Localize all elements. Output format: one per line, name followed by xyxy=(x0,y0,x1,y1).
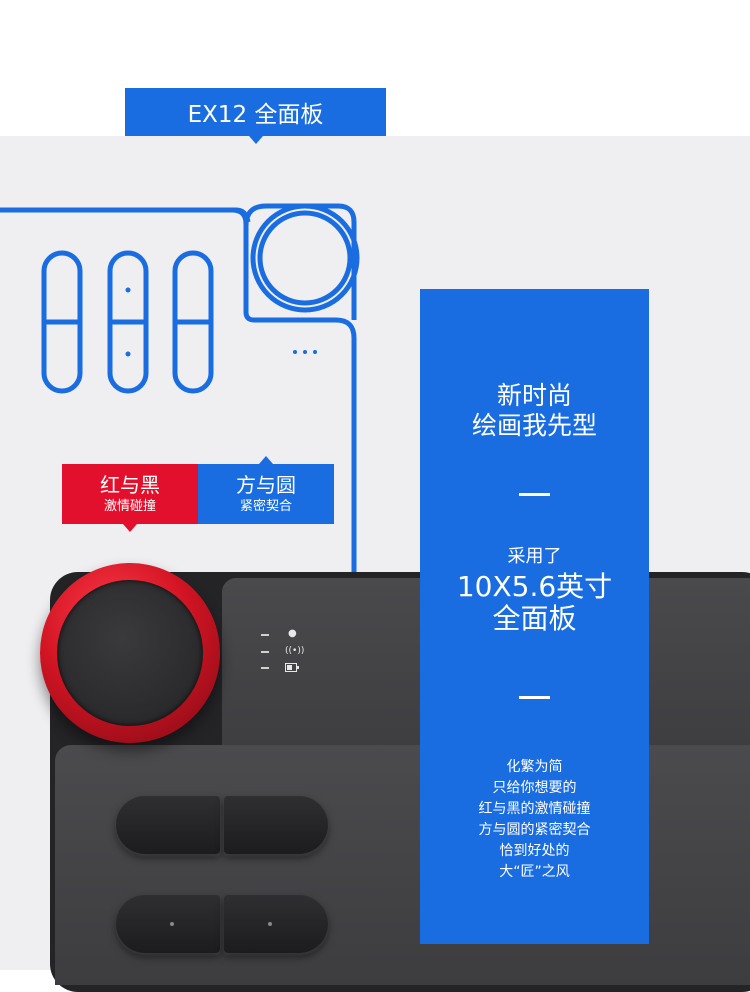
indicator-dash xyxy=(261,667,269,669)
panel-heading-line: 绘画我先型 xyxy=(471,411,597,440)
outline-dial-inner xyxy=(257,210,353,306)
title-banner: EX12 全面板 xyxy=(125,88,386,144)
battery-icon xyxy=(285,663,299,675)
red-tag-subtitle: 激情碰撞 xyxy=(103,499,156,514)
outline-led-dot xyxy=(313,350,317,354)
square-round-tag: 方与圆 紧密契合 xyxy=(198,456,334,524)
blue-tag-title: 方与圆 xyxy=(236,473,296,497)
panel-intro: 采用了 xyxy=(507,546,562,567)
outline-tablet-edge-inner xyxy=(0,207,251,223)
panel-heading-line: 新时尚 xyxy=(496,381,572,410)
express-key[interactable] xyxy=(116,796,220,854)
panel-body-line: 恰到好处的 xyxy=(499,843,570,859)
panel-body-line: 化繁为简 xyxy=(506,759,563,775)
panel-body-line: 只给你想要的 xyxy=(492,780,577,796)
panel-divider xyxy=(519,696,550,699)
panel-size-line: 全面板 xyxy=(492,602,577,635)
express-key[interactable] xyxy=(116,895,220,953)
red-black-tag: 红与黑 激情碰撞 xyxy=(62,464,198,532)
panel-size-line: 10X5.6英寸 xyxy=(456,570,613,603)
panel-body-line: 大“匠”之风 xyxy=(499,864,570,880)
key-dot-marker xyxy=(170,922,174,926)
outline-led-dot xyxy=(303,350,307,354)
outline-dial-ring xyxy=(250,203,360,313)
panel-body-line: 方与圆的紧密契合 xyxy=(478,822,591,838)
power-dot-icon: ● xyxy=(288,628,297,639)
outline-key-dot xyxy=(125,351,131,357)
express-key[interactable] xyxy=(224,796,328,854)
red-tag-title: 红与黑 xyxy=(100,473,160,497)
feature-text-panel: 新时尚 绘画我先型 采用了 10X5.6英寸 全面板 化繁为简 只给你想要的 红… xyxy=(420,289,649,944)
indicator-dash xyxy=(261,651,269,653)
panel-body-line: 红与黑的激情碰撞 xyxy=(478,801,591,817)
outline-led-dot xyxy=(293,350,297,354)
express-key[interactable] xyxy=(224,895,328,953)
outline-key-dot xyxy=(125,287,131,293)
wireless-signal-icon: ((•)) xyxy=(285,646,305,656)
panel-divider xyxy=(519,493,550,496)
dial-knob xyxy=(57,580,203,726)
indicator-dash xyxy=(261,634,269,636)
blue-tag-subtitle: 紧密契合 xyxy=(239,499,292,514)
device-outline-illustration xyxy=(0,203,360,575)
key-dot-marker xyxy=(268,922,272,926)
title-banner-text: EX12 全面板 xyxy=(187,102,324,128)
